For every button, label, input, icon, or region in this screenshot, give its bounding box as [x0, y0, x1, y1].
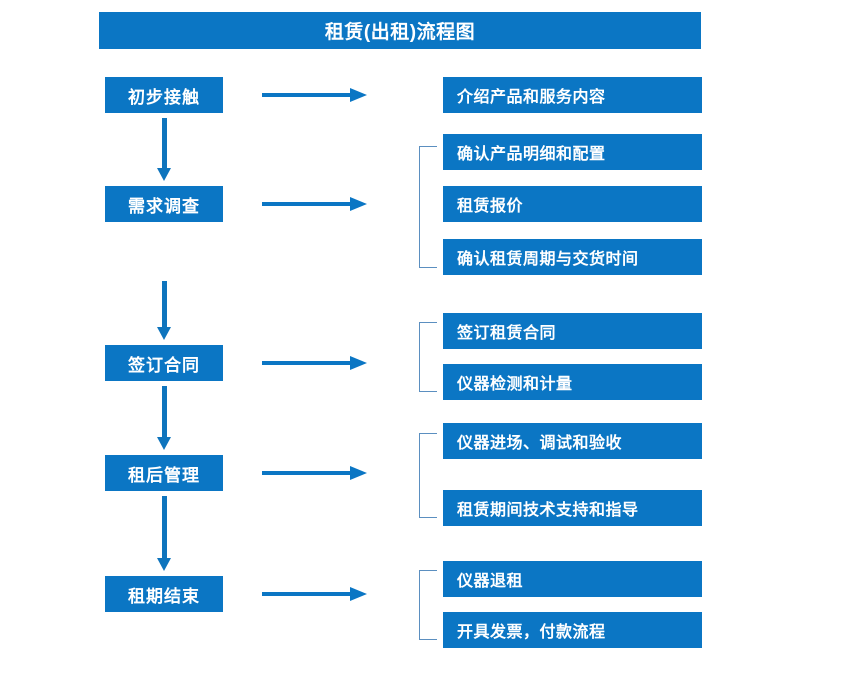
arrow-head — [157, 168, 171, 181]
arrow-head — [157, 437, 171, 450]
arrow-shaft — [162, 496, 167, 558]
arrow-shaft — [262, 592, 352, 596]
arrow-right-icon — [262, 197, 367, 211]
detail-box[interactable]: 租赁期间技术支持和指导 — [443, 490, 702, 526]
detail-box[interactable]: 开具发票，付款流程 — [443, 612, 702, 648]
arrow-down-icon — [157, 118, 171, 181]
arrow-head — [350, 587, 367, 601]
bracket-contract-group — [419, 322, 437, 392]
stage-box[interactable]: 需求调查 — [105, 186, 223, 222]
stage-box[interactable]: 租后管理 — [105, 455, 223, 491]
arrow-shaft — [162, 281, 167, 327]
arrow-head — [350, 466, 367, 480]
arrow-shaft — [262, 93, 352, 97]
bracket-postrent-group — [419, 433, 437, 518]
arrow-right-icon — [262, 356, 367, 370]
arrow-head — [157, 558, 171, 571]
arrow-down-icon — [157, 281, 171, 340]
bracket-termend-group — [419, 570, 437, 640]
detail-box[interactable]: 确认租赁周期与交货时间 — [443, 239, 702, 275]
arrow-head — [350, 197, 367, 211]
stage-box[interactable]: 租期结束 — [105, 576, 223, 612]
stage-box[interactable]: 初步接触 — [105, 77, 223, 113]
arrow-shaft — [162, 118, 167, 168]
arrow-shaft — [162, 386, 167, 437]
bracket-requirement-group — [419, 146, 437, 268]
page-title: 租赁(出租)流程图 — [99, 12, 701, 49]
detail-box[interactable]: 仪器进场、调试和验收 — [443, 423, 702, 459]
detail-box[interactable]: 签订租赁合同 — [443, 313, 702, 349]
stage-box[interactable]: 签订合同 — [105, 345, 223, 381]
arrow-shaft — [262, 361, 352, 365]
arrow-right-icon — [262, 587, 367, 601]
detail-box[interactable]: 仪器检测和计量 — [443, 364, 702, 400]
detail-box[interactable]: 确认产品明细和配置 — [443, 134, 702, 170]
arrow-shaft — [262, 471, 352, 475]
arrow-head — [350, 356, 367, 370]
arrow-down-icon — [157, 386, 171, 450]
arrow-shaft — [262, 202, 352, 206]
arrow-right-icon — [262, 466, 367, 480]
arrow-down-icon — [157, 496, 171, 571]
arrow-right-icon — [262, 88, 367, 102]
arrow-head — [157, 327, 171, 340]
detail-box[interactable]: 租赁报价 — [443, 186, 702, 222]
arrow-head — [350, 88, 367, 102]
detail-box[interactable]: 仪器退租 — [443, 561, 702, 597]
detail-box[interactable]: 介绍产品和服务内容 — [443, 77, 702, 113]
